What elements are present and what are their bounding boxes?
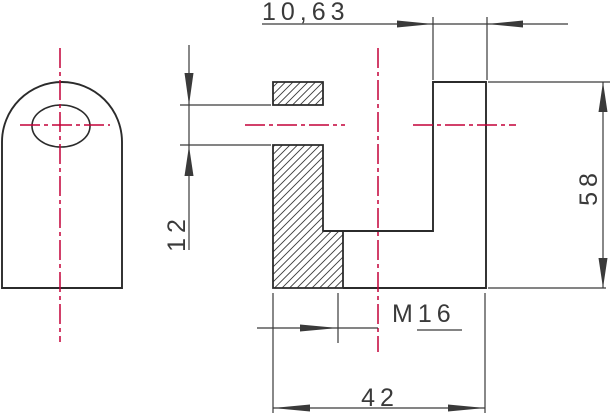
dim-slot-height: 12 (163, 45, 271, 252)
right-wall-outline (323, 81, 487, 289)
centerlines (20, 48, 516, 352)
section-view (272, 81, 344, 289)
right-view (323, 81, 487, 289)
dim-arrow-left (273, 404, 310, 412)
dim-arrow-right (397, 20, 433, 28)
dim-arrow-up (184, 146, 194, 176)
dim-slot-height-label: 12 (163, 214, 191, 252)
dim-thread: M16 (257, 293, 462, 413)
lug-outline (1, 81, 123, 289)
dim-arrow-left (487, 20, 523, 28)
dim-top-width-label: 10,63 (262, 0, 350, 26)
left-view (1, 81, 123, 289)
dim-base-width-label: 42 (361, 384, 399, 412)
dim-part-height-label: 58 (575, 168, 603, 206)
dim-arrow-right (300, 324, 338, 332)
section-upper-tab (272, 81, 324, 106)
dim-part-height: 58 (488, 81, 610, 289)
dim-arrow-down (598, 258, 608, 288)
lug-hole (31, 104, 91, 148)
dim-arrow-up (598, 82, 608, 112)
dim-base-width: 42 (273, 293, 486, 413)
dim-arrow-right (448, 404, 485, 412)
section-lower-body (272, 144, 344, 289)
dim-top-width: 10,63 (262, 0, 568, 80)
dim-thread-label: M16 (392, 300, 456, 328)
dim-arrow-down (184, 73, 194, 105)
